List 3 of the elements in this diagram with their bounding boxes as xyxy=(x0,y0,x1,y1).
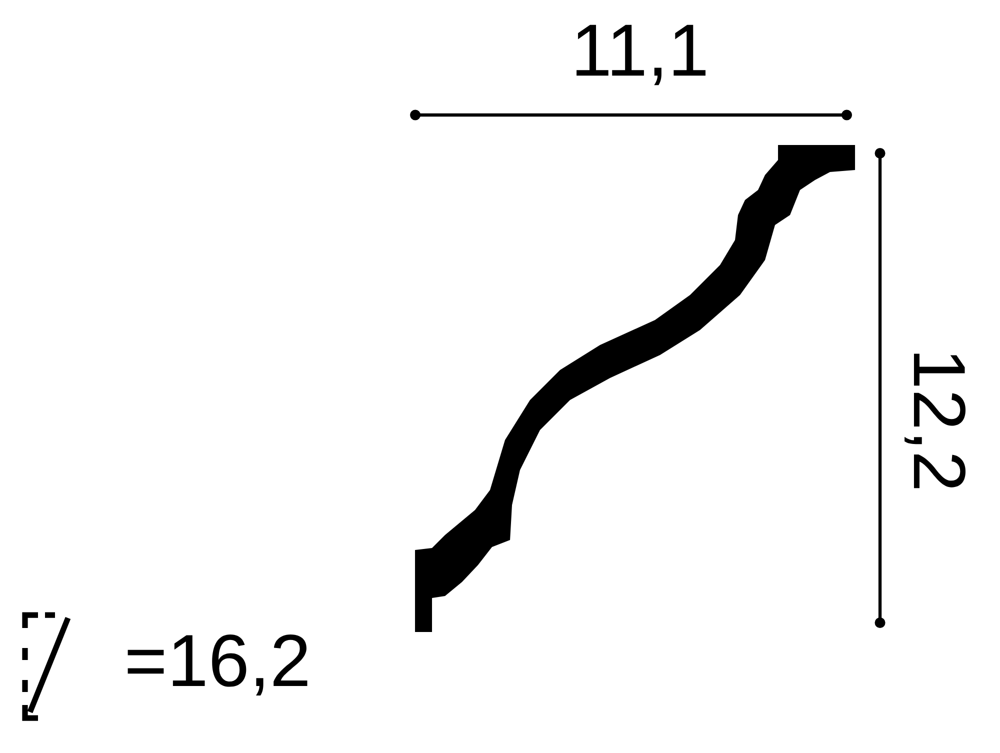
dimension-label: 11,1 xyxy=(576,24,706,86)
dimension-label: 12,2 xyxy=(904,354,966,488)
dimension-label: =16,2 xyxy=(128,634,308,696)
